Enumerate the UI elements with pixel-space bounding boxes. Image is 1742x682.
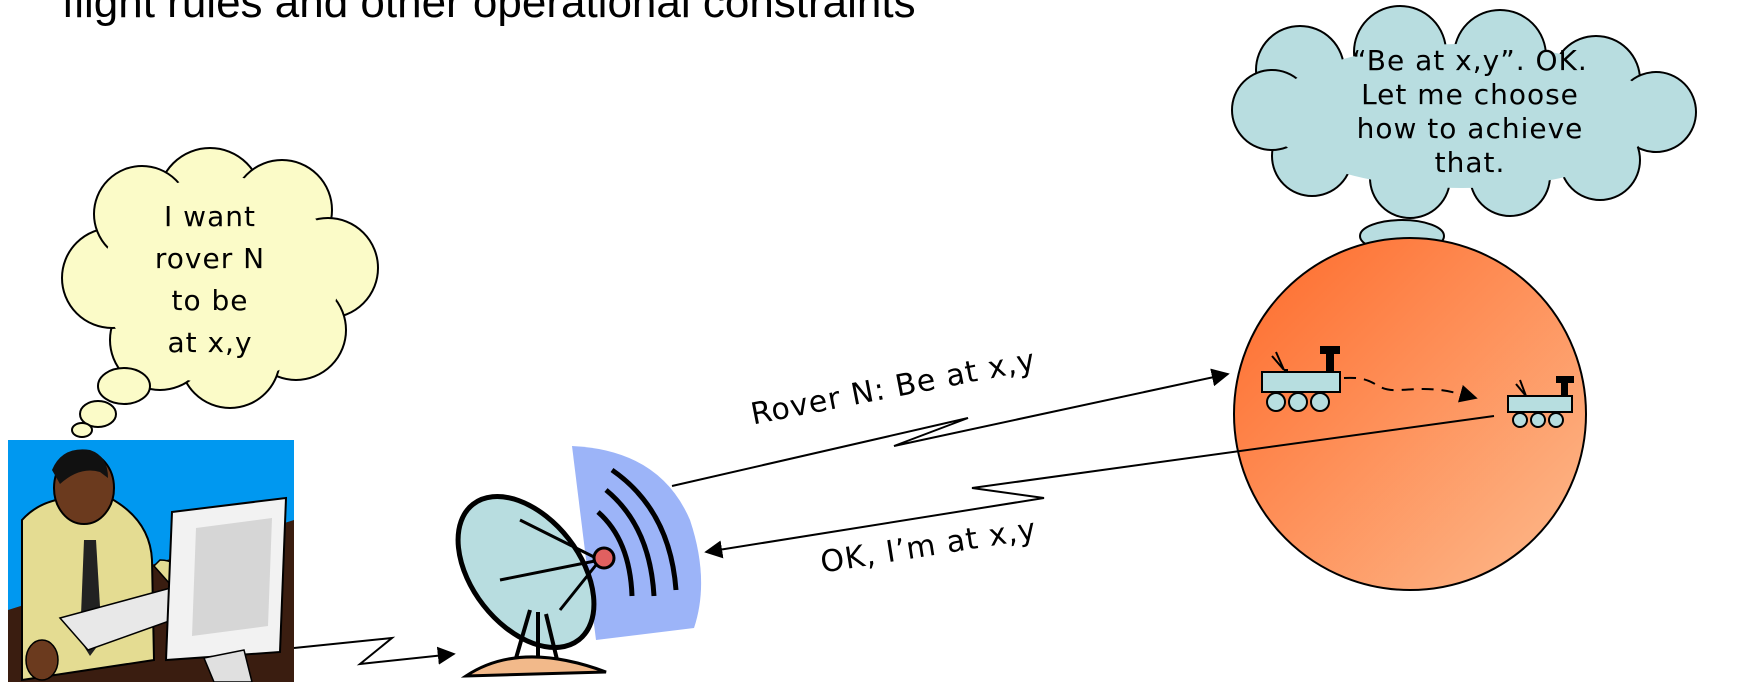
rover-thought-line: how to achieve xyxy=(1356,112,1584,145)
page-title: flight rules and other operational const… xyxy=(62,0,916,27)
downlink-arrow xyxy=(704,415,1495,559)
operator-at-computer-icon xyxy=(8,440,294,682)
rover-icon xyxy=(1261,346,1341,412)
operator-thought-line: to be xyxy=(171,284,249,317)
thought-dot xyxy=(79,400,117,428)
rover-icon xyxy=(1507,376,1574,428)
rover-thought-line: “Be at x,y”. OK. xyxy=(1352,44,1588,77)
uplink-arrow xyxy=(671,368,1230,487)
operator-thought-line: I want xyxy=(164,200,256,233)
ground-link-arrow xyxy=(293,636,456,666)
rover-thought-text: “Be at x,y”. OK. Let me choose how to ac… xyxy=(1320,44,1620,180)
planet-icon xyxy=(1233,237,1587,591)
rover-path-arrow xyxy=(1343,376,1478,403)
operator-thought-line: at x,y xyxy=(167,326,253,359)
operator-thought-text: I want rover N to be at x,y xyxy=(130,196,290,364)
rover-thought-cloud xyxy=(1231,5,1697,327)
operator-thought-line: rover N xyxy=(154,242,266,275)
rover-thought-line: Let me choose xyxy=(1361,78,1579,111)
thought-dot xyxy=(97,367,151,405)
satellite-dish-icon xyxy=(455,446,702,678)
thought-dot xyxy=(71,422,93,438)
operator-thought-cloud xyxy=(61,147,379,438)
rover-thought-line: that. xyxy=(1434,146,1506,179)
